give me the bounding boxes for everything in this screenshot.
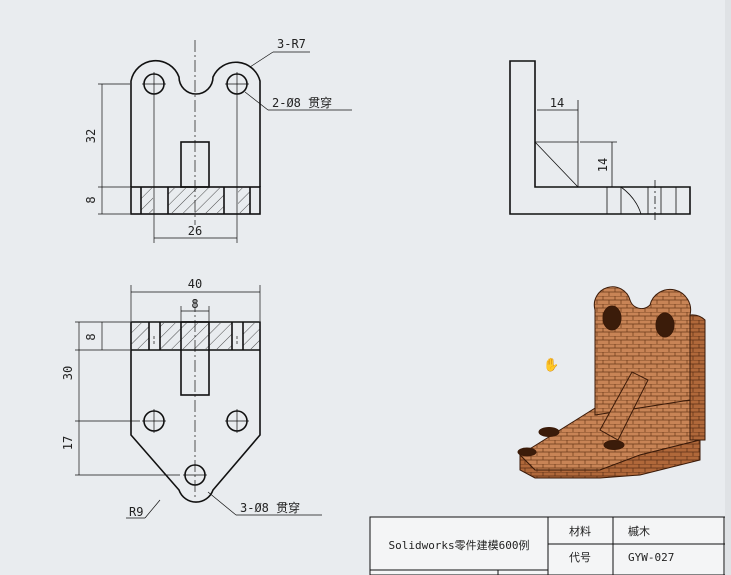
isometric-model [517,286,706,479]
front-view-hatch-right [238,188,250,213]
top-view-hatch-right [243,323,260,349]
top-view [75,285,322,519]
side-view-dim-vertical: 14 [596,158,610,172]
front-view-outline [130,59,261,187]
front-view-hole-callout: 2-Ø8 贯穿 [272,95,332,110]
code-label: 代号 [569,551,591,564]
top-view-dim-width: 40 [188,277,202,291]
side-view-dim-horizontal: 14 [550,96,564,110]
front-view-dim-height: 32 [84,129,98,143]
hand-cursor-icon: ✋ [543,357,559,373]
code-value: GYW-027 [628,551,674,564]
top-view-hatch-left [131,323,149,349]
front-view-radius-callout: 3-R7 [277,37,306,51]
top-view-outline [130,321,261,503]
scrollbar[interactable] [725,0,731,575]
material-label: 材料 [569,524,591,538]
front-view [98,40,352,243]
side-view [509,60,691,222]
front-view-hatch-left [141,188,153,213]
top-view-dim-base: 8 [84,333,98,340]
front-view-dim-base: 8 [84,196,98,203]
top-view-hatch-mid [160,323,232,349]
top-view-dim-17: 17 [61,436,75,450]
top-view-dim-rib: 8 [191,297,198,311]
front-view-dim-hole-spacing: 26 [188,224,202,238]
side-view-outline [509,60,691,215]
top-view-dim-radius: R9 [129,505,143,519]
front-view-base-hatch [168,188,224,213]
top-view-hole-callout: 3-Ø8 贯穿 [240,500,300,515]
material-value: 槭木 [628,524,650,538]
title-block-title: Solidworks零件建模600例 [388,538,529,552]
title-block [369,516,731,575]
top-view-dim-30: 30 [61,366,75,380]
